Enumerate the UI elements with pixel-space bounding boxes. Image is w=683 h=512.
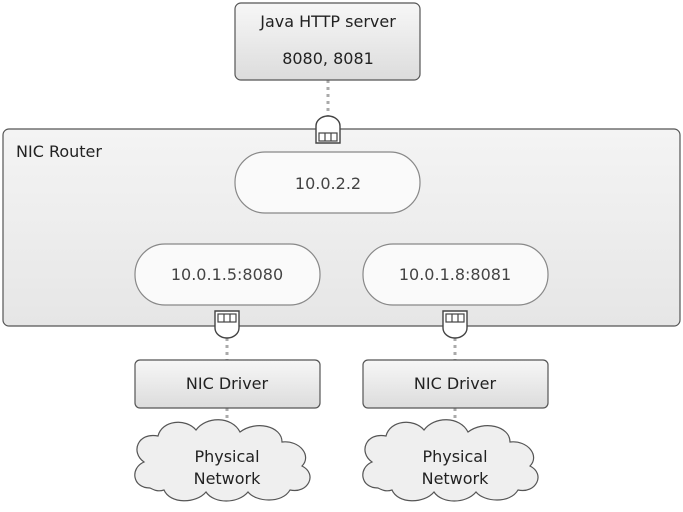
top-port-icon (315, 115, 341, 144)
left-physical-network-cloud: Physical Network (134, 419, 311, 502)
node-top: 10.0.2.2 (234, 151, 421, 214)
right-network-line2: Network (422, 469, 490, 488)
left-network-line1: Physical (194, 447, 259, 466)
server-title: Java HTTP server (259, 12, 396, 31)
server-ports: 8080, 8081 (282, 49, 374, 68)
node-top-label: 10.0.2.2 (295, 174, 361, 193)
router-title: NIC Router (16, 142, 102, 161)
right-driver-label: NIC Driver (414, 374, 497, 393)
node-left-label: 10.0.1.5:8080 (171, 265, 283, 284)
left-driver-label: NIC Driver (186, 374, 269, 393)
left-nic-driver-box: NIC Driver (134, 359, 321, 409)
left-network-line2: Network (194, 469, 262, 488)
right-network-line1: Physical (422, 447, 487, 466)
right-nic-driver-box: NIC Driver (362, 359, 549, 409)
node-right: 10.0.1.8:8081 (362, 243, 549, 306)
node-right-label: 10.0.1.8:8081 (399, 265, 511, 284)
java-http-server-box: Java HTTP server 8080, 8081 (234, 2, 421, 81)
right-physical-network-cloud: Physical Network (362, 419, 539, 502)
right-port-icon (442, 310, 468, 339)
left-port-icon (214, 310, 240, 339)
node-left: 10.0.1.5:8080 (134, 243, 321, 306)
